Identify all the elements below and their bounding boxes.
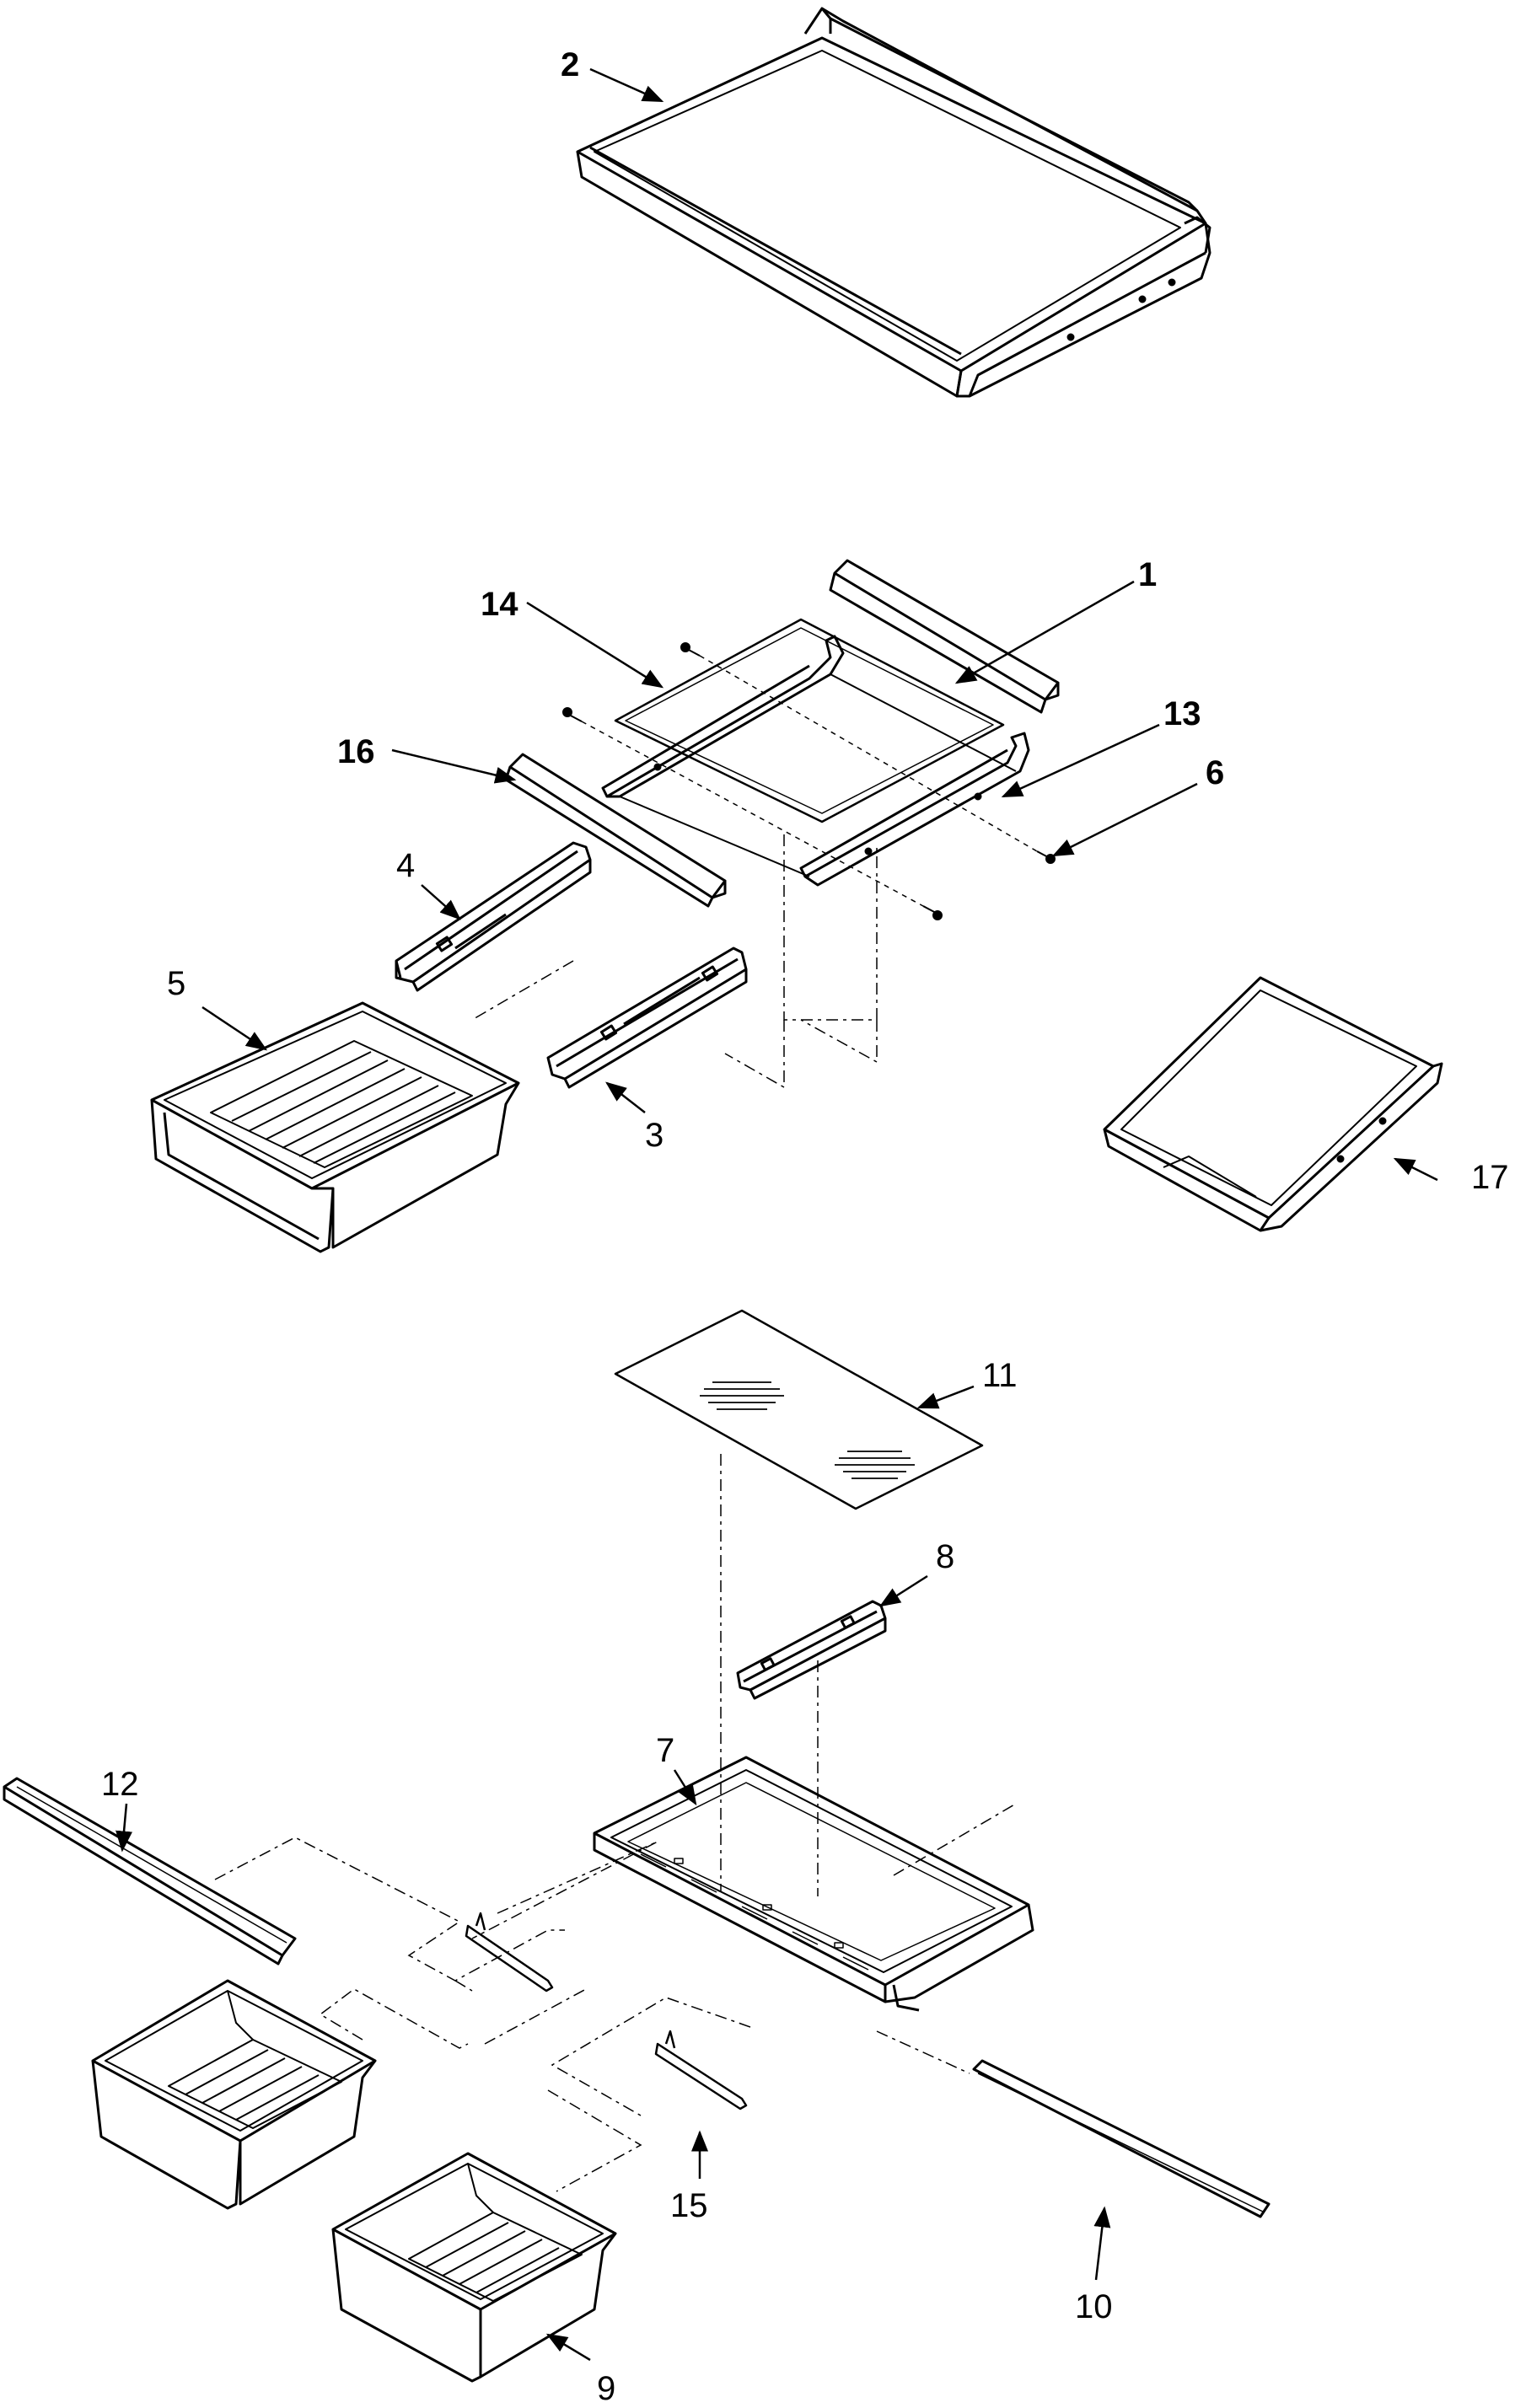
part-2-top-shelf: [578, 8, 1210, 396]
callout-12: 12: [101, 1766, 139, 1803]
callout-4: 4: [396, 847, 415, 884]
part-4-left-slide: [396, 843, 590, 990]
callout-2: 2: [561, 46, 579, 83]
part-17-shelf: [1104, 978, 1442, 1231]
part-15-brackets: [466, 1913, 746, 2109]
part-11-glass-panel: [615, 1311, 982, 1509]
part-16-front-trim: [506, 754, 725, 906]
part-7-frame: [594, 1757, 1033, 2010]
callout-8: 8: [936, 1538, 954, 1575]
callout-3: 3: [645, 1117, 663, 1154]
part-5-crisper-drawer: [152, 1003, 518, 1252]
part-9-bin-lower: [333, 2153, 615, 2381]
callout-17: 17: [1471, 1159, 1509, 1196]
screw-guide-lines: [581, 655, 1038, 907]
part-8-slide: [738, 1601, 885, 1698]
part-3-right-slide: [548, 948, 746, 1087]
callout-6: 6: [1206, 754, 1224, 791]
part-13-shelf-frame: [603, 636, 1029, 885]
callout-13: 13: [1163, 695, 1201, 732]
frame-guide-lines: [471, 834, 878, 1089]
part-10-long-rail: [974, 2061, 1269, 2217]
callout-14: 14: [481, 586, 518, 623]
part-1-rear-trim: [830, 560, 1058, 712]
lower-guide-lines: [214, 1454, 1017, 2192]
callout-9: 9: [597, 2370, 615, 2407]
leader-lines: [116, 67, 1438, 2362]
part-9-bin-upper: [93, 1981, 375, 2208]
callout-10: 10: [1075, 2288, 1113, 2325]
callout-1: 1: [1138, 556, 1157, 593]
part-14-glass-insert: [615, 619, 1003, 822]
part-12-trim-strip: [4, 1778, 295, 1964]
callout-11: 11: [982, 1357, 1018, 1394]
callout-16: 16: [337, 733, 375, 770]
callout-7: 7: [656, 1732, 674, 1769]
callout-15: 15: [670, 2187, 708, 2224]
screws: [563, 643, 1055, 920]
callout-labels: 2 1 14 13 6 16 4 5 3 17 11 8 7 12 15 10 …: [101, 46, 1509, 2407]
callout-5: 5: [167, 965, 185, 1002]
